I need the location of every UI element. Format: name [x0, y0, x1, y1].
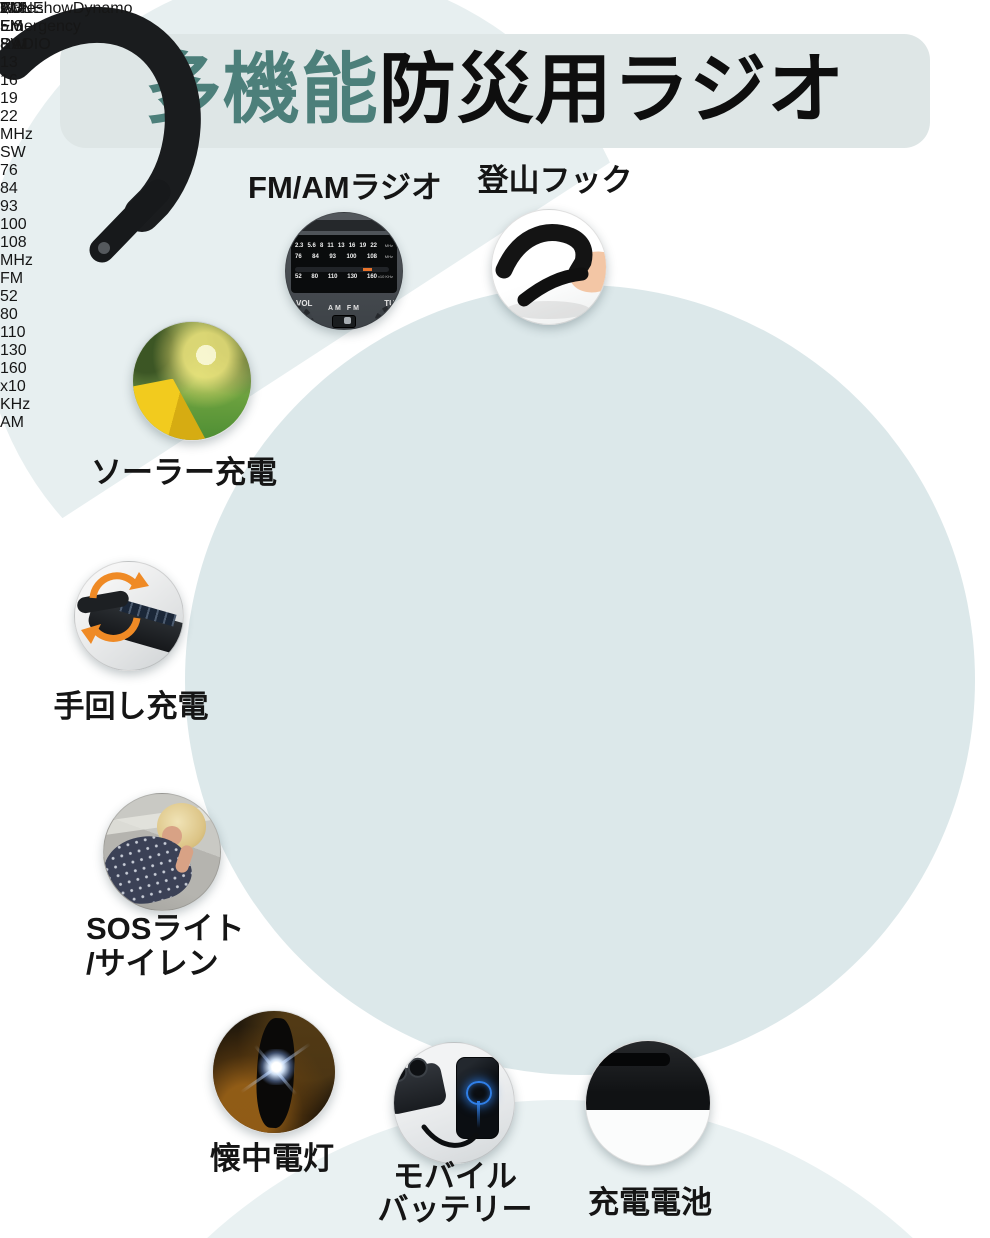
smartphone: [456, 1057, 500, 1139]
feature-label-carabiner-hook: 登山フック: [477, 163, 633, 198]
feature-photo-carabiner-hook: [491, 209, 607, 325]
feature-photo-mobile-battery: [393, 1042, 515, 1164]
title-rest: 防災用ラジオ: [378, 47, 846, 133]
mini-tuning-indicator: [362, 268, 372, 271]
feature-photo-flashlight: [212, 1010, 336, 1134]
feature-photo-solar-charging: [132, 321, 252, 441]
sw-frequencies: 2.3 5.6 8 11 13 16 19 22: [0, 0, 30, 125]
light-icon: ☼: [0, 0, 15, 17]
mini-volume-knob: [286, 305, 314, 329]
fm-band-label: FM: [0, 270, 24, 287]
tune-label: TUNE: [0, 0, 44, 17]
feature-label-hand-crank: 手回し充電: [53, 689, 209, 724]
feature-label-solar-charging: ソーラー充電: [91, 455, 277, 490]
carabiner-handle: [0, 6, 201, 263]
sw-band-label: SW: [0, 144, 26, 161]
am-frequency-row: 52 80 110 130 160 x10 KHz AM: [0, 288, 33, 432]
am-band-label: AM: [0, 414, 24, 431]
tuning-dial-panel: 2.3 5.6 8 11 13 16 19 22 MHz SW 76 84 93…: [0, 0, 33, 432]
feature-label-fm-am-radio: FM/AMラジオ: [248, 170, 442, 205]
mini-band-switch: [332, 315, 356, 328]
sw-frequency-row: 2.3 5.6 8 11 13 16 19 22 MHz SW: [0, 0, 33, 162]
dot-gray: [343, 238, 347, 242]
compartment-slot: [595, 1053, 671, 1066]
title-plate: [60, 34, 930, 148]
mini-am-frequencies: 52 80 110 130 160: [295, 274, 377, 280]
brand-line: GreeshowDynamo Emergency RADIO: [0, 0, 133, 54]
flashlight-beam: [258, 1048, 295, 1086]
am-frequencies: 52 80 110 130 160: [0, 288, 27, 377]
dot-blue: [299, 238, 303, 242]
mini-band-labels: AM FM: [328, 305, 361, 312]
carabiner-hinge: [98, 242, 110, 254]
brand-logo: Greeshow: [0, 0, 73, 17]
mini-tune-label: TUNE: [384, 299, 402, 308]
background-circle-main: [185, 285, 975, 1075]
mini-volume-label: VOL: [296, 299, 313, 308]
volume-label: VOL: [0, 0, 33, 17]
dot-blue: [365, 238, 369, 242]
fm-frequencies: 76 84 93 100 108: [0, 162, 27, 251]
band-switch-labels: AM FM SW: [0, 0, 26, 53]
feature-label-rechargeable-battery: 充電電池: [588, 1185, 712, 1220]
am-unit: x10 KHz: [0, 378, 31, 413]
mini-tuning-slider: [295, 267, 389, 272]
mini-sw-frequencies: 2.3 5.6 8 11 13 16 19 22: [295, 243, 377, 249]
sw-unit: MHz: [0, 126, 33, 143]
usb-cable: [421, 1124, 479, 1148]
brand-tagline: Dynamo Emergency RADIO: [0, 0, 133, 53]
fm-frequency-row: 76 84 93 100 108 MHz FM: [0, 162, 33, 288]
mini-tune-knob: [374, 305, 402, 329]
battery-compartment: [586, 1041, 710, 1111]
light-button[interactable]: ☼: [0, 0, 15, 18]
feature-photo-hand-crank: [74, 561, 184, 671]
feature-photo-sos: [103, 793, 221, 911]
mini-radio-edge: [286, 220, 402, 231]
lithium-battery: [587, 1085, 697, 1120]
rotation-arrows-icon: [81, 572, 150, 645]
carabiner-close-up: [495, 224, 606, 319]
dot-green: [377, 238, 381, 242]
dot-blue: [311, 238, 315, 242]
dot-blue: [323, 238, 327, 242]
feature-label-mobile-battery: モバイル バッテリー: [377, 1159, 533, 1227]
mini-fm-frequencies: 76 84 93 100 108: [295, 254, 377, 260]
feature-label-sos: SOSライト /サイレン: [86, 911, 245, 981]
feature-label-flashlight: 懐中電灯: [210, 1141, 334, 1176]
feature-photo-rechargeable-battery: [585, 1040, 711, 1166]
fm-unit: MHz: [0, 252, 33, 269]
charging-glow-tail: [476, 1101, 480, 1129]
